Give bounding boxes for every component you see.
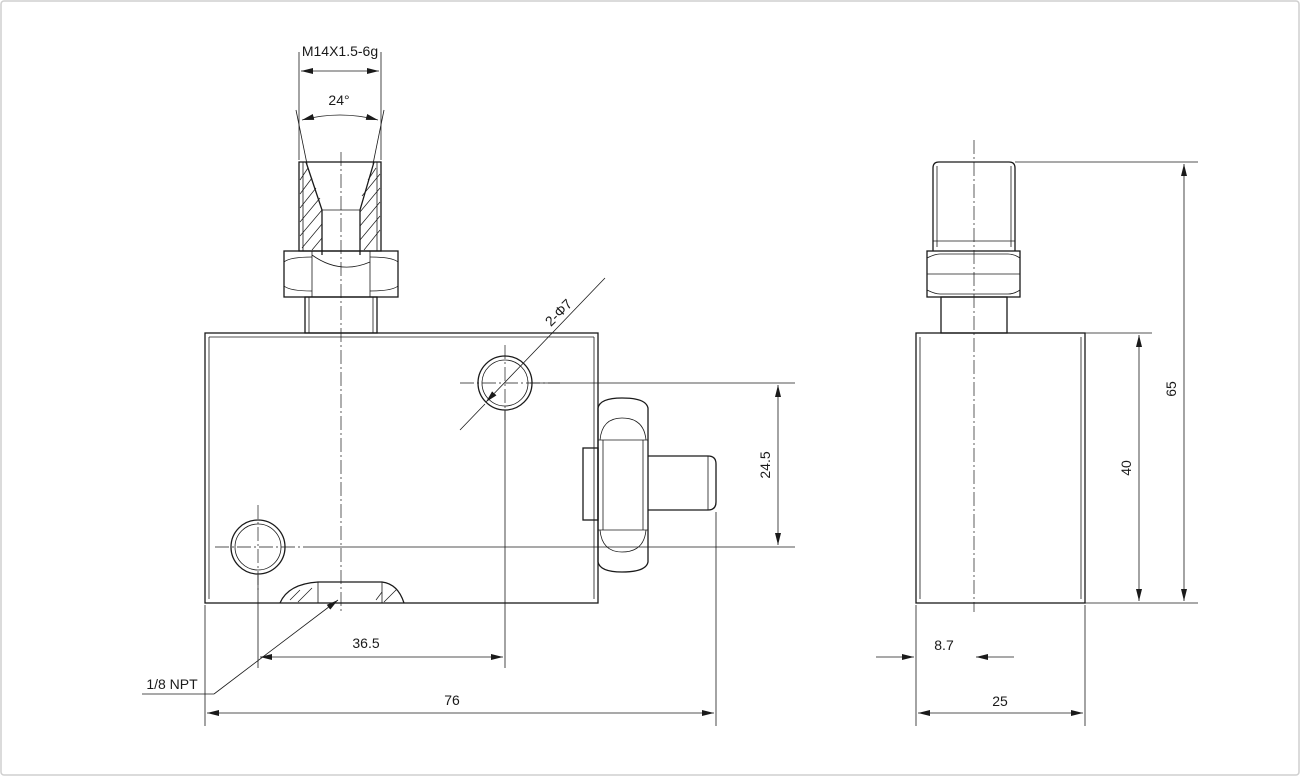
side-offset-label: 8.7 <box>934 637 954 653</box>
side-body <box>915 332 1086 604</box>
valve-body <box>204 332 599 604</box>
port-label: 1/8 NPT <box>146 676 198 692</box>
dim-hole-spacing: 24.5 <box>305 382 795 548</box>
dim-side-total-height: 65 <box>1015 161 1198 604</box>
dim-side-width: 25 <box>918 605 1086 726</box>
dim-holes: 2-Φ7 <box>459 277 606 431</box>
body-length-label: 76 <box>444 692 460 708</box>
side-adjuster <box>582 397 717 573</box>
dim-port: 1/8 NPT <box>142 599 339 695</box>
side-width-label: 25 <box>992 693 1008 709</box>
side-total-height-label: 65 <box>1163 381 1179 397</box>
mounting-holes <box>230 355 533 575</box>
angle-label: 24° <box>328 92 349 108</box>
top-fitting <box>283 161 399 334</box>
center-lines <box>215 152 560 612</box>
hole-offset-label: 36.5 <box>352 635 379 651</box>
dim-thread: M14X1.5-6g <box>298 43 382 160</box>
side-body-height-label: 40 <box>1118 460 1134 476</box>
dim-side-offset: 8.7 <box>876 605 1014 726</box>
dim-hole-offset: 36.5 <box>257 410 506 668</box>
front-view: M14X1.5-6g 24° 2-Φ7 24.5 36.5 <box>142 43 795 726</box>
dim-body-length: 76 <box>204 512 717 726</box>
npt-port-section <box>279 581 405 604</box>
side-hex-nut <box>926 250 1021 298</box>
section-hatching <box>299 167 381 251</box>
side-view: 65 40 8.7 25 <box>876 140 1198 726</box>
thread-spec-label: M14X1.5-6g <box>302 43 378 59</box>
holes-label: 2-Φ7 <box>542 296 576 330</box>
dim-angle: 24° <box>295 92 385 165</box>
dim-side-body-height: 40 <box>1085 332 1152 601</box>
hole-spacing-label: 24.5 <box>757 451 773 478</box>
